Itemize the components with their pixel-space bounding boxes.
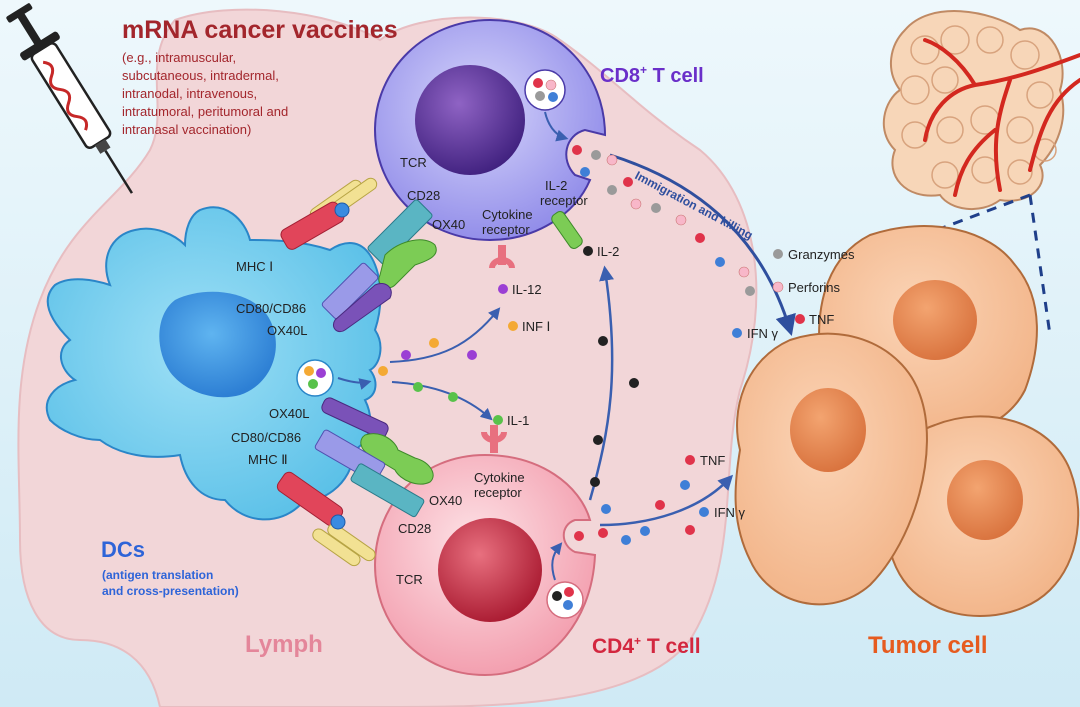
il12-label: IL-12 (512, 282, 542, 297)
tnf-top-label: TNF (809, 312, 834, 327)
dc-vesicle (296, 359, 334, 397)
tumor-nucleus-left (790, 388, 866, 472)
tnf-mid-label: TNF (700, 453, 725, 468)
ifn-top-label: IFN γ (747, 326, 779, 341)
dc-sub-line-1: (antigen translation (102, 568, 213, 582)
lymph-label: Lymph (245, 631, 323, 658)
dc-sub-line-2: and cross-presentation) (102, 584, 239, 598)
mhc1-label: MHC Ⅰ (236, 259, 273, 274)
il1-label: IL-1 (507, 413, 529, 428)
ox40-top-label: OX40 (432, 217, 465, 232)
blood-vessel-icon (882, 10, 1080, 211)
ox40l-top-label: OX40L (267, 323, 307, 338)
cd4-vesicle (546, 581, 584, 619)
cytokine-receptor-top-2: receptor (482, 222, 530, 237)
cd4-t-cell (373, 453, 597, 677)
cd4-label: CD4+ T cell (592, 634, 701, 658)
receptor-complex-bottom (276, 397, 507, 567)
cd8-t-cell (373, 18, 607, 242)
inf1-label: INF Ⅰ (522, 319, 550, 334)
cd4-nucleus (438, 518, 542, 622)
zoom-line-right (1028, 194, 1052, 336)
dc-label: DCs (101, 537, 145, 562)
tumor-nucleus-upper (893, 280, 977, 360)
vaccination-routes: (e.g., intramuscular, subcutaneous, intr… (122, 50, 288, 137)
ifn-mid-label: IFN γ (714, 505, 746, 520)
cd28-top-label: CD28 (407, 188, 440, 203)
main-title: mRNA cancer vaccines (122, 16, 398, 44)
syringe-icon (6, 3, 133, 194)
cd8-vesicle (524, 69, 566, 111)
il2-label: IL-2 (597, 244, 619, 259)
ox40l-bottom-label: OX40L (269, 406, 309, 421)
receptor-complex-top (280, 177, 583, 333)
cd80-bottom-label: CD80/CD86 (231, 430, 301, 445)
cytokine-receptor-bottom-1: Cytokine (474, 470, 525, 485)
cytokine-receptor-bottom-2: receptor (474, 485, 522, 500)
tcr-bottom-label: TCR (396, 572, 423, 587)
il2-receptor-1: IL-2 (545, 178, 567, 193)
tcr-top-label: TCR (400, 155, 427, 170)
route-line-2: subcutaneous, intradermal, (122, 68, 279, 83)
ox40-bottom-label: OX40 (429, 493, 462, 508)
cd80-top-label: CD80/CD86 (236, 301, 306, 316)
tumor-cell-group (734, 225, 1080, 617)
granzymes-label: Granzymes (788, 247, 855, 262)
route-line-4: intratumoral, peritumoral and (122, 104, 288, 119)
route-line-1: (e.g., intramuscular, (122, 50, 236, 65)
dc-nucleus (159, 291, 276, 398)
mhc2-label: MHC Ⅱ (248, 452, 288, 467)
route-line-5: intranasal vaccination) (122, 122, 251, 137)
cd8-nucleus (415, 65, 525, 175)
tumor-nucleus-lower (947, 460, 1023, 540)
perforins-label: Perforins (788, 280, 841, 295)
il2-receptor-2: receptor (540, 193, 588, 208)
cd28-bottom-label: CD28 (398, 521, 431, 536)
route-line-3: intranodal, intravenous, (122, 86, 257, 101)
cd8-label: CD8+ T cell (600, 63, 704, 87)
molecule-dots (378, 145, 805, 545)
tumor-cell-label: Tumor cell (868, 632, 988, 659)
cytokine-receptor-top-1: Cytokine (482, 207, 533, 222)
